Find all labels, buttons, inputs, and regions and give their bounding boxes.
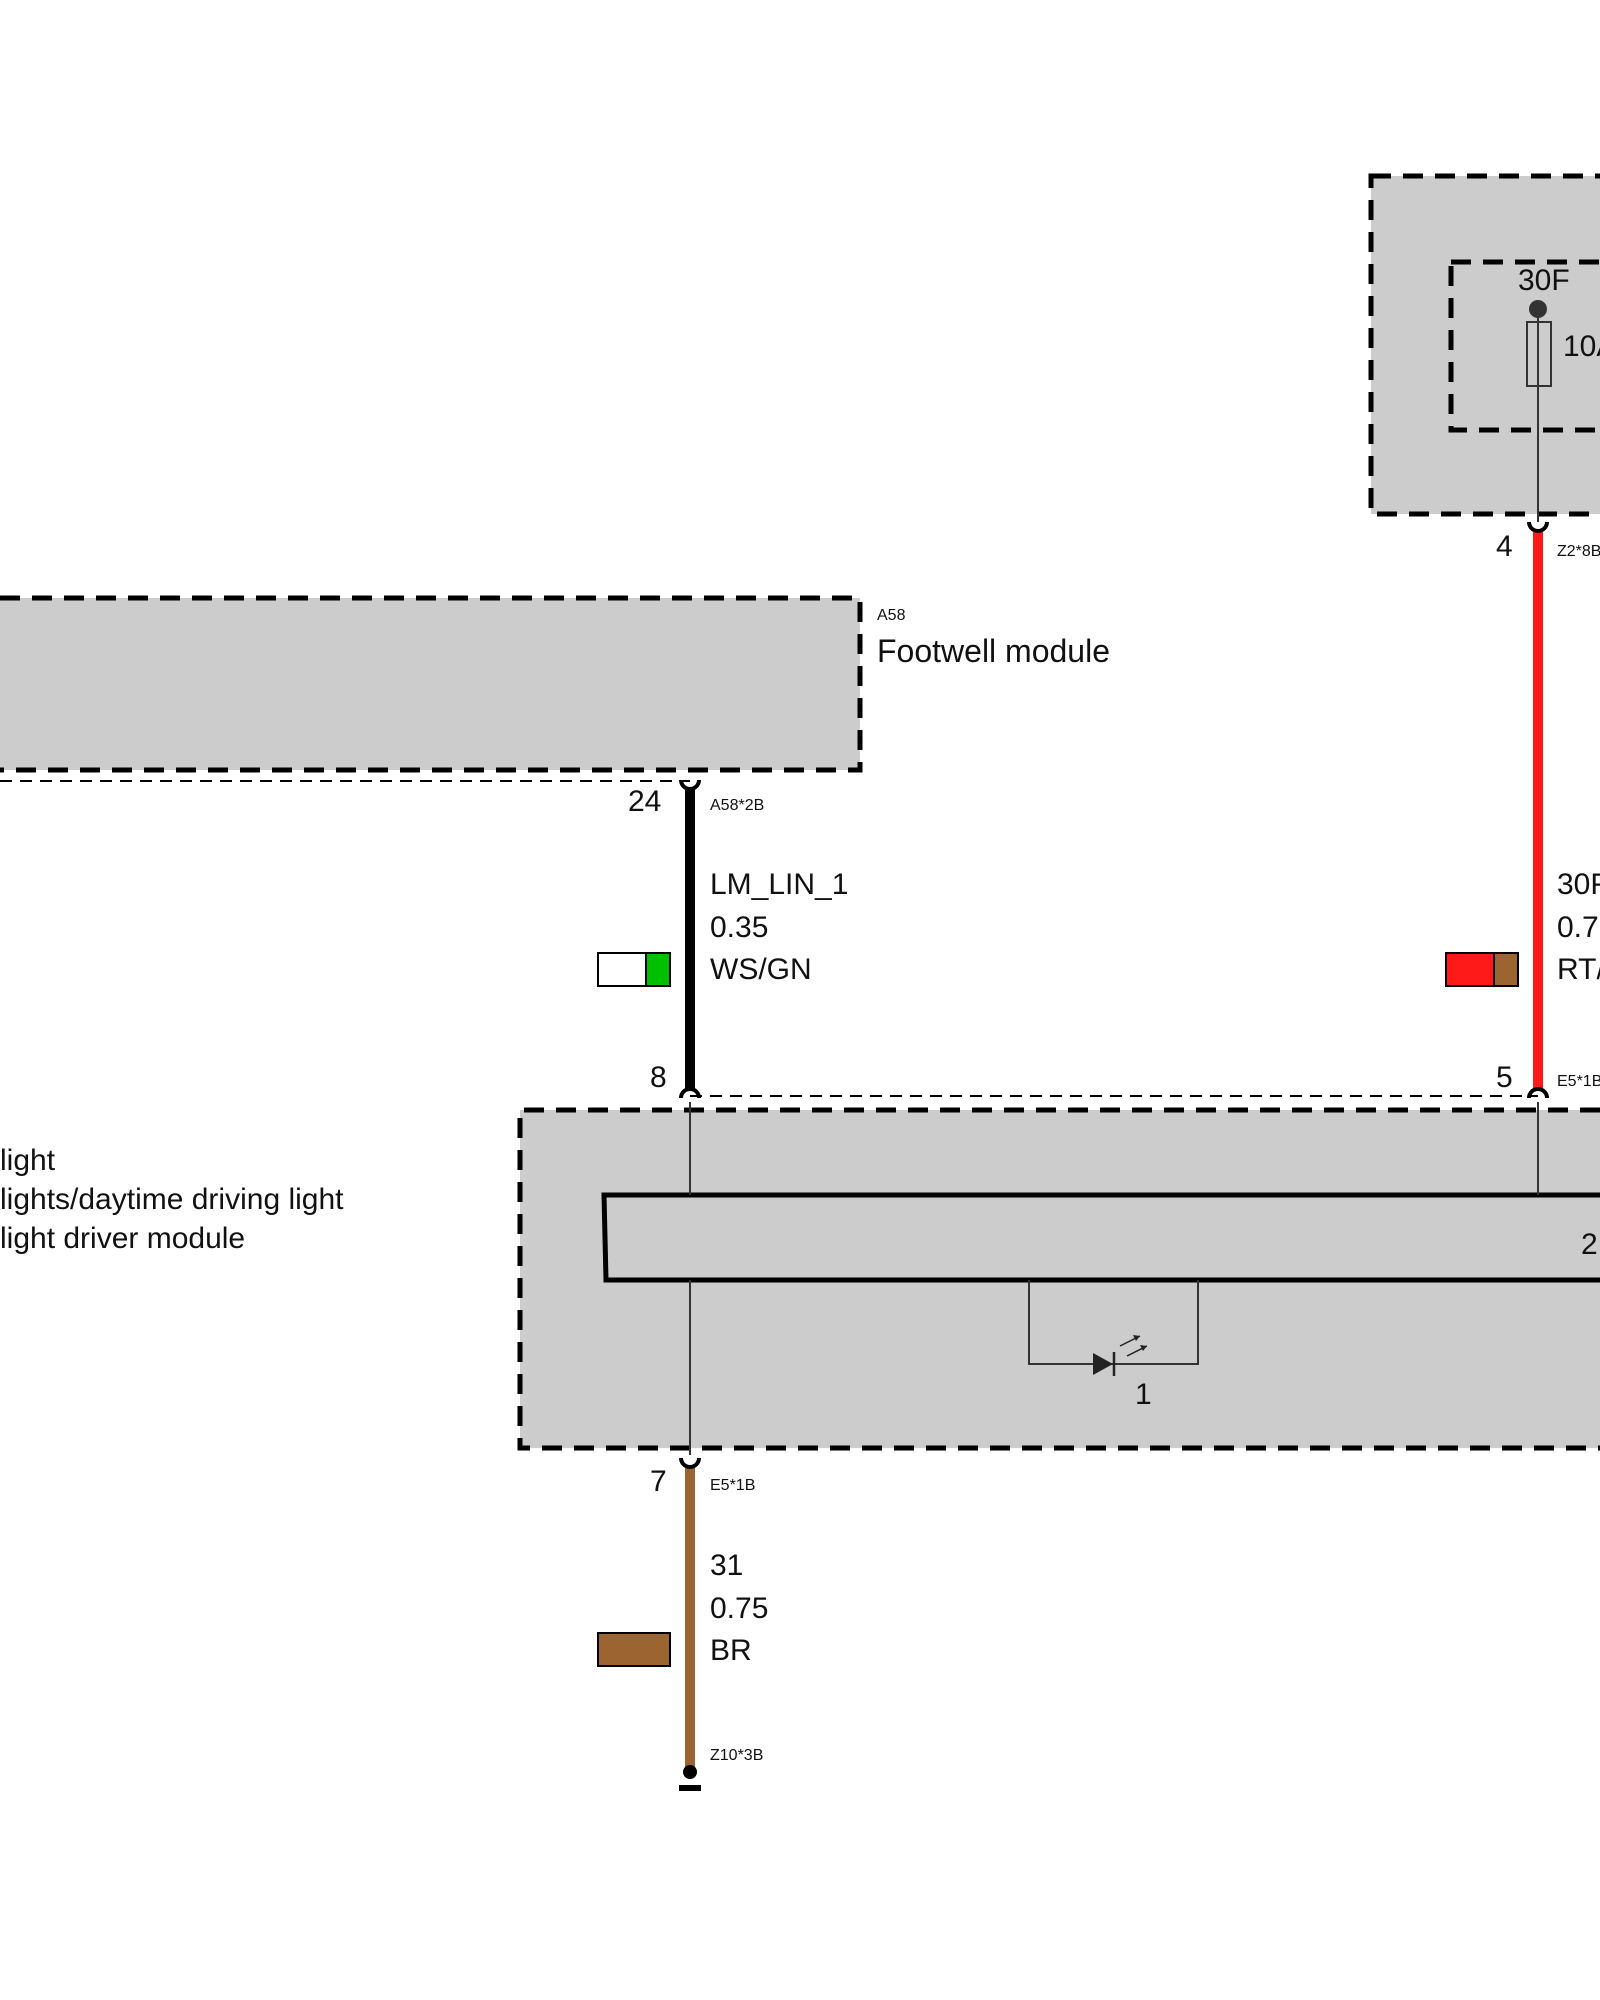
power-wire-group: 4 Z2*8B 30F 0.75 RT/BR 5 E5*1B — [1445, 521, 1600, 1099]
footwell-out-connector-icon — [679, 779, 701, 791]
module-power-connector-icon — [1527, 1087, 1549, 1099]
lin-gauge: 0.35 — [710, 911, 768, 944]
footwell-module-name: Footwell module — [877, 633, 1110, 669]
power-color-swatch — [1445, 952, 1519, 987]
ground-signal: 31 — [710, 1549, 743, 1582]
power-gauge: 0.75 — [1557, 911, 1600, 944]
footwell-out-code: A58*2B — [710, 797, 764, 814]
footwell-module-fill — [0, 598, 860, 770]
power-color-code: RT/BR — [1557, 953, 1600, 986]
fuse-out-code: Z2*8B — [1557, 543, 1600, 560]
footwell-module-id: A58 — [877, 607, 906, 624]
ground-bar-icon — [679, 1785, 701, 1791]
fuse-out-connector-icon — [1527, 521, 1549, 533]
module-ground-pin: 7 — [650, 1465, 667, 1498]
fuse-box-outline — [1368, 173, 1600, 517]
fuse-box: 30F 10A — [1368, 173, 1600, 522]
driver-module-bar — [601, 1192, 1600, 1283]
module-lin-pin: 8 — [650, 1061, 667, 1094]
module-lin-connector-icon — [679, 1087, 701, 1099]
ground-color-swatch — [597, 1632, 671, 1667]
lin-color-code: WS/GN — [710, 953, 812, 986]
power-signal: 30F — [1557, 868, 1600, 901]
led-icon — [1093, 1335, 1148, 1376]
footwell-module: A58 Footwell module — [0, 595, 1110, 782]
driver-module-label: 2 — [1581, 1228, 1598, 1261]
ground-point-code: Z10*3B — [710, 1747, 763, 1764]
lin-color-swatch — [597, 952, 671, 987]
footwell-out-pin: 24 — [628, 785, 661, 818]
lin-signal: LM_LIN_1 — [710, 868, 848, 901]
module-ground-code: E5*1B — [710, 1477, 755, 1494]
ground-color-code: BR — [710, 1634, 752, 1667]
ground-point-icon — [683, 1765, 697, 1779]
light-module-outline — [517, 1107, 1600, 1451]
led-label: 1 — [1135, 1378, 1152, 1411]
module-ground-connector-icon — [679, 1457, 701, 1469]
light-module-name-line-2: lights/daytime driving light — [0, 1183, 344, 1216]
footwell-module-outline — [0, 595, 863, 773]
ground-gauge: 0.75 — [710, 1592, 768, 1625]
fuse-rating-label: 10A — [1563, 330, 1600, 363]
lin-wire-group: 24 A58*2B LM_LIN_1 0.35 WS/GN 8 — [597, 779, 848, 1099]
module-power-code: E5*1B — [1557, 1073, 1600, 1090]
light-module-name-line-3: light driver module — [0, 1222, 245, 1255]
module-power-pin: 5 — [1496, 1061, 1513, 1094]
light-module-name-line-1: light — [0, 1144, 56, 1177]
fuse-carrier-outline — [1448, 259, 1600, 433]
fuse-terminal-label: 30F — [1518, 264, 1570, 297]
fuse-out-pin: 4 — [1496, 530, 1513, 563]
ground-wire-group: 7 E5*1B 31 0.75 BR Z10*3B — [597, 1457, 768, 1791]
light-module: 2 1 light lights/daytime driving light l… — [0, 1095, 1600, 1455]
